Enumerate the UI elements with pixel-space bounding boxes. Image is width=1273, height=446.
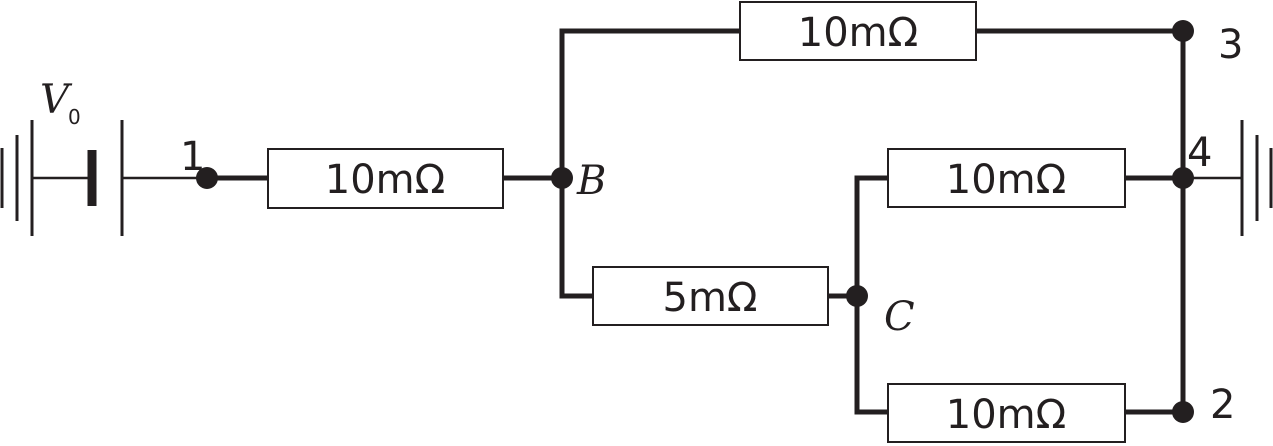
node-3-label: 3 bbox=[1218, 22, 1243, 68]
node-1-dot bbox=[196, 167, 218, 189]
resistor-right-lower-label: 10mΩ bbox=[946, 392, 1066, 438]
resistor-middle: 5mΩ bbox=[592, 266, 829, 326]
node-c-dot bbox=[846, 285, 868, 307]
node-2-label: 2 bbox=[1210, 382, 1235, 428]
source-voltage-subscript: 0 bbox=[68, 105, 81, 129]
source-voltage-label: V bbox=[40, 77, 73, 123]
node-4-dot bbox=[1172, 167, 1194, 189]
resistor-right-upper: 10mΩ bbox=[887, 148, 1126, 208]
wires bbox=[32, 28, 1242, 415]
ground-symbol bbox=[1240, 120, 1273, 236]
wire-b-to-r-mid bbox=[559, 175, 596, 299]
voltage-source-symbol bbox=[0, 120, 124, 236]
resistor-top: 10mΩ bbox=[739, 1, 977, 61]
resistor-right-upper-label: 10mΩ bbox=[946, 157, 1066, 203]
resistor-middle-label: 5mΩ bbox=[663, 275, 758, 321]
node-1-label: 1 bbox=[180, 134, 205, 180]
node-2-dot bbox=[1172, 401, 1194, 423]
resistor-input: 10mΩ bbox=[267, 148, 504, 209]
node-b-label: B bbox=[576, 158, 606, 204]
wire-b-to-r-top bbox=[559, 28, 743, 181]
node-b-dot bbox=[551, 167, 573, 189]
node-3-dot bbox=[1172, 20, 1194, 42]
resistor-input-label: 10mΩ bbox=[325, 157, 445, 203]
node-4-label: 4 bbox=[1187, 130, 1212, 176]
resistor-right-lower: 10mΩ bbox=[887, 383, 1126, 443]
resistor-top-label: 10mΩ bbox=[798, 10, 918, 56]
node-c-label: C bbox=[884, 294, 915, 340]
